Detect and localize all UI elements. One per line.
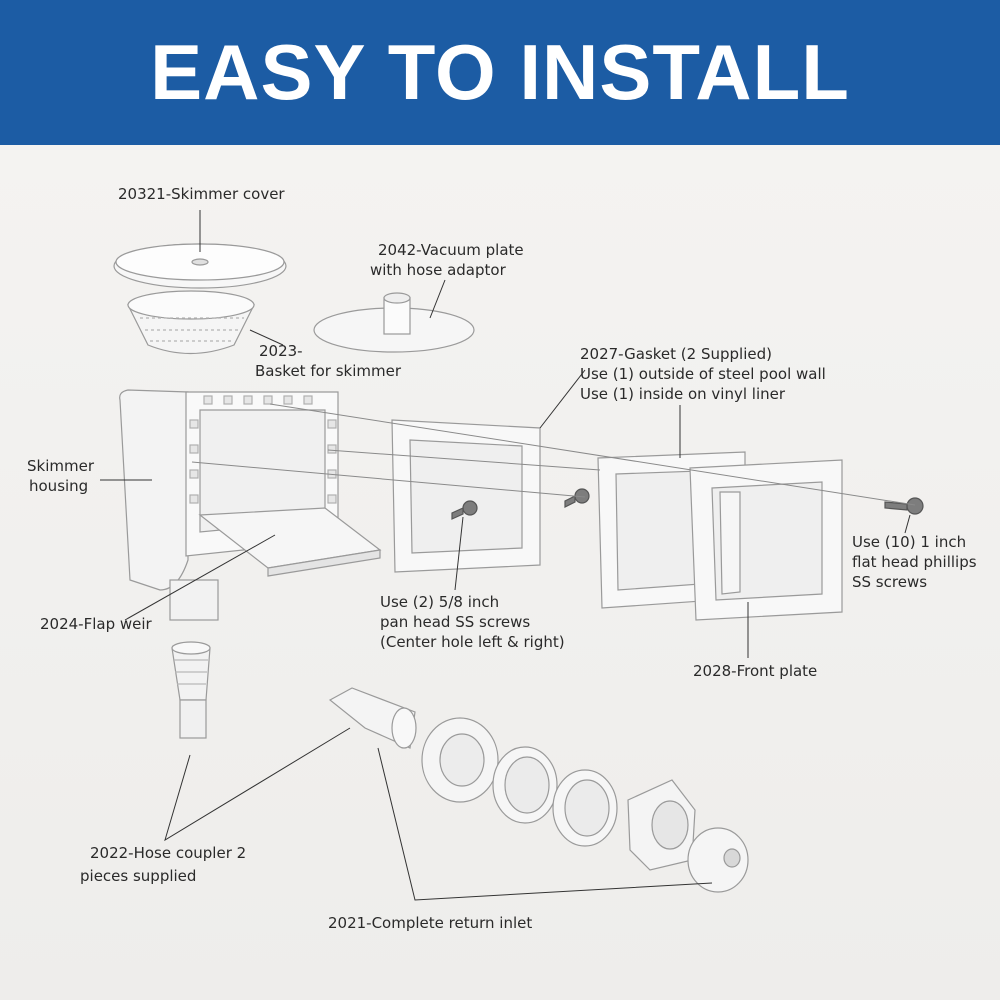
basket-part [127, 290, 255, 355]
alignment-lines [191, 403, 916, 506]
label-hose-coupler: 2022-Hose coupler 2 pieces supplied [80, 844, 247, 885]
return-inlet-gasket-1 [492, 746, 558, 824]
label-skimmer-housing: Skimmer housing [27, 457, 94, 495]
header-banner: EASY TO INSTALL [0, 0, 1000, 145]
label-screws-10: Use (10) 1 inch flat head phillips SS sc… [852, 533, 977, 591]
label-basket: 2023- Basket for skimmer [255, 342, 402, 380]
label-skimmer-cover: 20321-Skimmer cover [118, 185, 285, 203]
hose-coupler-part [171, 641, 211, 739]
flap-weir-part [198, 507, 382, 577]
label-vacuum-plate: 2042-Vacuum plate with hose adaptor [370, 241, 524, 279]
label-flap-weir: 2024-Flap weir [40, 615, 152, 633]
skimmer-housing-part [119, 389, 339, 621]
label-gasket: 2027-Gasket (2 Supplied) Use (1) outside… [580, 345, 826, 403]
leader-lines [100, 210, 911, 901]
label-front-plate: 2028-Front plate [693, 662, 818, 680]
return-inlet-body [627, 779, 696, 871]
front-plate-part [689, 459, 843, 621]
return-inlet-eyeball [687, 827, 749, 893]
gasket-plate-1 [391, 419, 541, 573]
return-inlet-fitting [328, 687, 417, 749]
label-screws-2: Use (2) 5/8 inch pan head SS screws (Cen… [380, 593, 565, 651]
screw-large [884, 497, 924, 515]
screw-small-2 [564, 488, 590, 508]
skimmer-cover-part [113, 243, 287, 289]
banner-title: EASY TO INSTALL [150, 28, 850, 116]
vacuum-plate-part [313, 292, 475, 353]
return-inlet-nut [421, 717, 499, 803]
screw-small-1 [451, 500, 478, 520]
return-inlet-gasket-2 [552, 769, 618, 847]
label-return-inlet: 2021-Complete return inlet [328, 914, 533, 932]
